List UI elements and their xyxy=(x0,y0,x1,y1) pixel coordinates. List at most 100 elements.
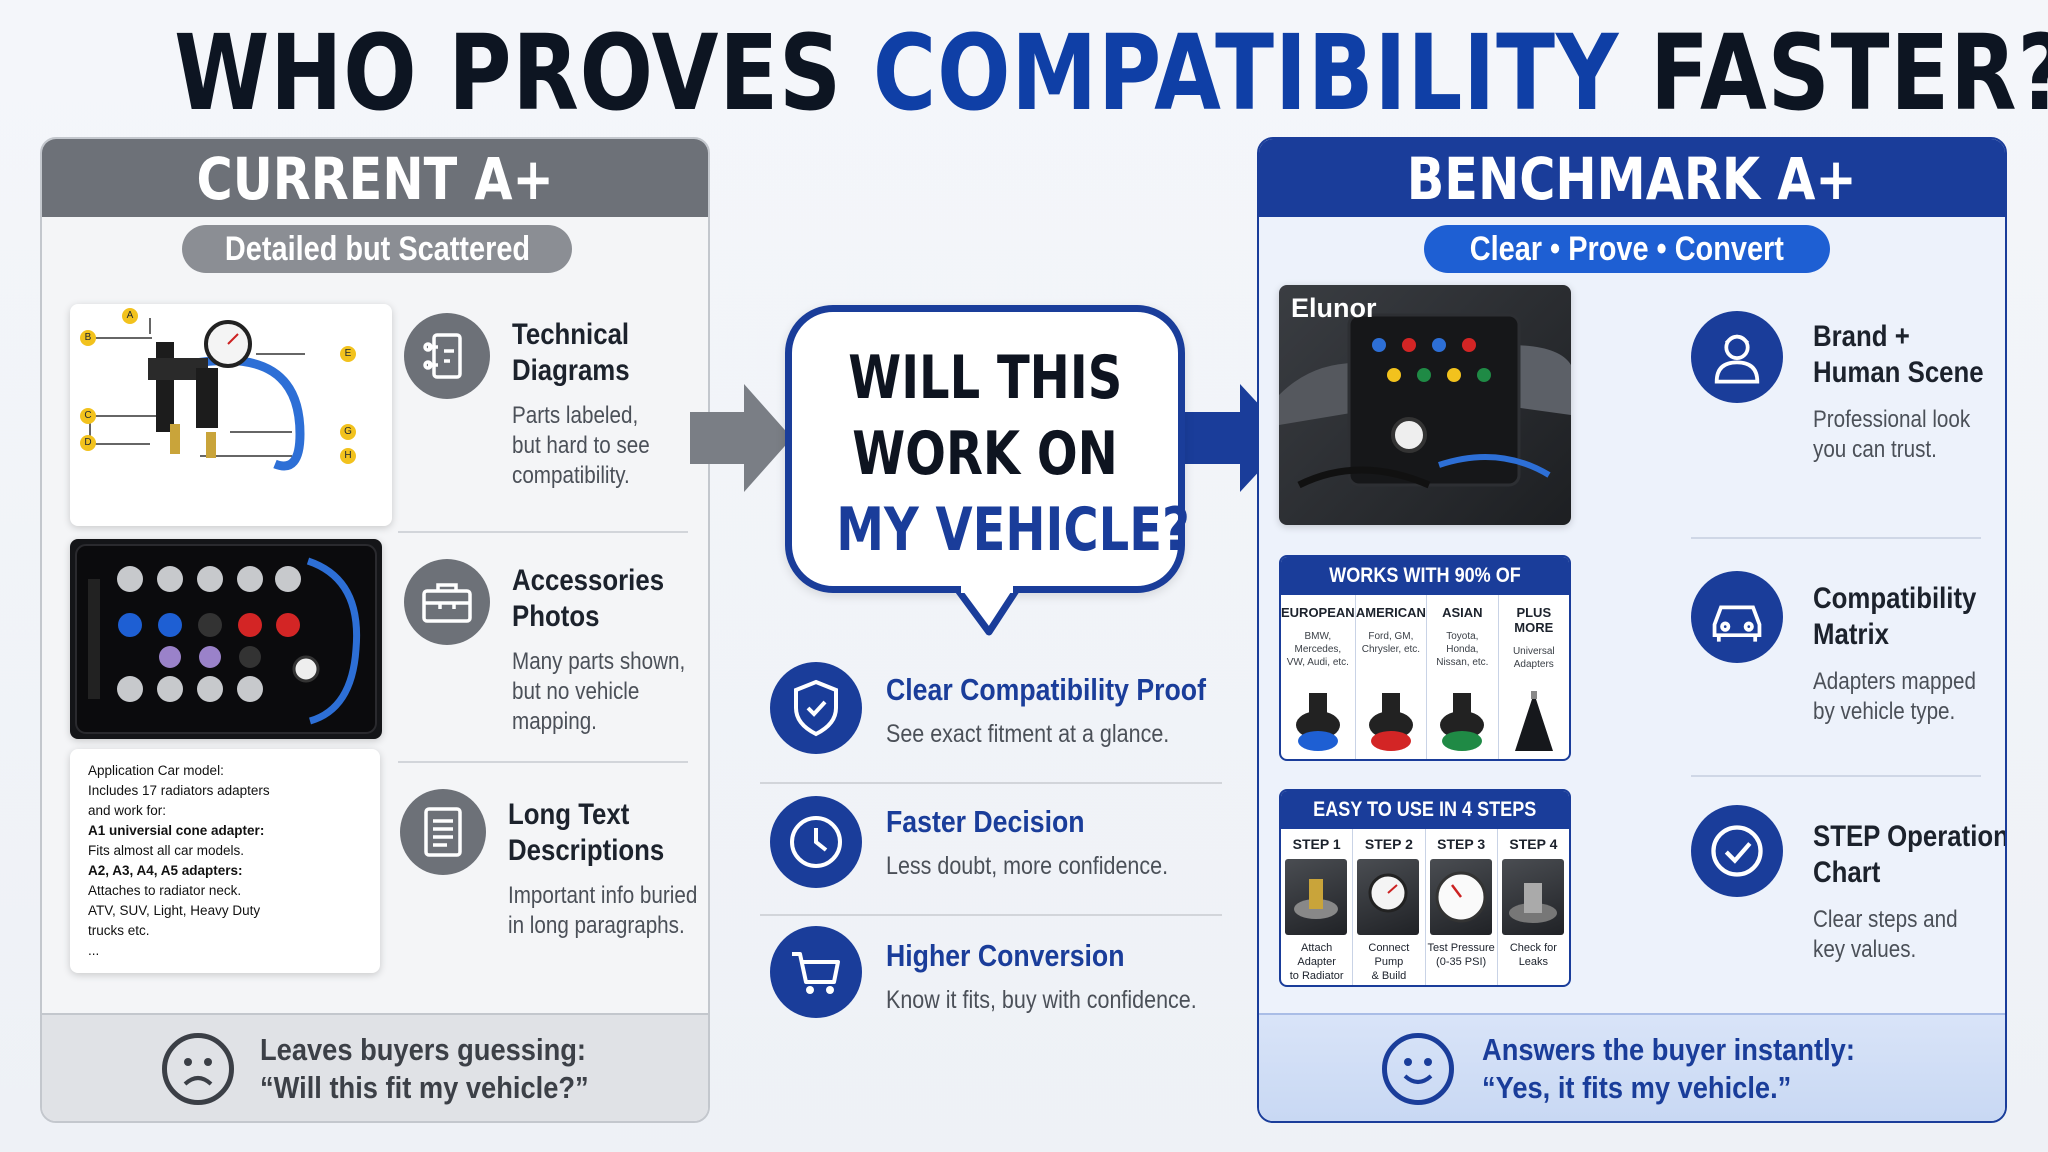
diagram-label: A xyxy=(122,308,138,324)
column-name: ASIAN xyxy=(1442,605,1483,620)
matrix-column: PLUS MORE Universal Adapters xyxy=(1499,595,1569,759)
matrix-title: WORKS WITH 90% OF VEHICLES xyxy=(1281,557,1569,625)
long-text-description-card: Application Car model: Includes 17 radia… xyxy=(70,749,380,973)
current-footer-text: Leaves buyers guessing:“Will this fit my… xyxy=(260,1032,589,1105)
step-cell: STEP 4 Check for Leaks xyxy=(1498,829,1569,985)
benefit-title: Faster Decision xyxy=(886,804,1085,839)
feature-title: Brand +Human Scene xyxy=(1813,320,1984,389)
adapter-icon xyxy=(1440,693,1485,751)
question-line: WORK ON xyxy=(852,419,1118,489)
car-icon xyxy=(1691,571,1783,663)
text-line: Includes 17 radiators adapters xyxy=(88,783,270,798)
benefit-description: Less doubt, more confidence. xyxy=(886,852,1169,880)
sad-face-icon xyxy=(162,1033,234,1105)
text-line: ... xyxy=(88,943,100,958)
step-caption: Connect Pump & Build Vacuum xyxy=(1368,942,1410,985)
step-photo xyxy=(1357,859,1420,935)
current-subtitle-pill: Detailed but Scattered xyxy=(182,225,572,273)
step-photo xyxy=(1285,859,1347,935)
steps-title: EASY TO USE IN 4 STEPS xyxy=(1281,791,1569,829)
column-brands: Toyota, Honda, Nissan, etc. xyxy=(1436,631,1489,668)
adapter-icon xyxy=(1368,693,1413,751)
text-line: A2, A3, A4, A5 adapters: xyxy=(88,863,243,878)
step-cell: STEP 1 Attach Adapter to Radiator xyxy=(1281,829,1354,985)
column-brands: Universal Adapters xyxy=(1512,646,1555,670)
text-line: trucks etc. xyxy=(88,923,150,938)
benefit-title: Higher Conversion xyxy=(886,938,1125,973)
brand-logo: Elunor xyxy=(1291,293,1377,323)
benchmark-subtitle-pill: Clear • Prove • Convert xyxy=(1424,225,1830,273)
benefit-description: Know it fits, buy with confidence. xyxy=(886,986,1197,1014)
text-line: Fits almost all car models. xyxy=(88,843,245,858)
divider xyxy=(398,531,688,533)
matrix-column: EUROPEAN BMW, Mercedes, VW, Audi, etc. xyxy=(1281,595,1356,759)
question-bubble: WILL THIS WORK ON MY VEHICLE? xyxy=(785,305,1190,593)
divider xyxy=(1691,775,1981,777)
toolbox-icon xyxy=(404,559,490,645)
text-line: A1 universial cone adapter: xyxy=(88,823,265,838)
current-header: CURRENT A+ xyxy=(42,139,708,217)
benchmark-panel: BENCHMARK A+ Clear • Prove • Convert Elu… xyxy=(1257,137,2007,1123)
divider xyxy=(398,761,688,763)
step-name: STEP 1 xyxy=(1292,836,1341,852)
check-circle-icon xyxy=(1691,805,1783,897)
clock-icon xyxy=(770,796,862,888)
column-name: EUROPEAN xyxy=(1281,605,1355,620)
step-name: STEP 4 xyxy=(1509,836,1558,852)
current-footer: Leaves buyers guessing:“Will this fit my… xyxy=(42,1013,708,1121)
happy-face-icon xyxy=(1382,1033,1454,1105)
step-operation-chart: EASY TO USE IN 4 STEPS STEP 1 Attach Ada… xyxy=(1279,789,1571,987)
grey-arrow-icon xyxy=(690,384,792,492)
text-line: Application Car model: xyxy=(88,763,224,778)
diagram-label: G xyxy=(340,424,356,440)
benefit-description: See exact fitment at a glance. xyxy=(886,720,1170,748)
bubble-tail xyxy=(955,586,1019,636)
diagram-label: C xyxy=(80,408,96,424)
question-line: MY VEHICLE? xyxy=(836,495,1190,565)
adapter-icon xyxy=(1295,693,1340,751)
title-part-2: FASTER? xyxy=(1619,12,2048,134)
accessories-photo xyxy=(70,539,382,739)
benchmark-header: BENCHMARK A+ xyxy=(1259,139,2005,217)
step-photo xyxy=(1429,859,1492,935)
brand-product-photo: Elunor xyxy=(1279,285,1571,525)
step-name: STEP 3 xyxy=(1437,836,1486,852)
title-highlight: COMPATIBILITY xyxy=(872,12,1620,134)
step-caption: Check for Leaks xyxy=(1509,942,1557,968)
divider xyxy=(1691,537,1981,539)
text-line: ATV, SUV, Light, Heavy Duty xyxy=(88,903,261,918)
step-cell: STEP 3 Test Pressure (0-35 PSI) xyxy=(1426,829,1498,985)
question-line: WILL THIS xyxy=(847,343,1123,413)
text-line: Attaches to radiator neck. xyxy=(88,883,242,898)
matrix-column: ASIAN Toyota, Honda, Nissan, etc. xyxy=(1427,595,1499,759)
diagram-label: B xyxy=(80,330,96,346)
column-name: PLUS MORE xyxy=(1514,605,1554,635)
shield-check-icon xyxy=(770,662,862,754)
benchmark-footer: Answers the buyer instantly:“Yes, it fit… xyxy=(1259,1013,2005,1121)
benefit-title: Clear Compatibility Proof xyxy=(886,672,1206,707)
diagram-label: E xyxy=(340,346,356,362)
text-line: and work for: xyxy=(88,803,167,818)
column-brands: Ford, GM, Chrysler, etc. xyxy=(1361,631,1421,655)
page-title: WHO PROVES COMPATIBILITY FASTER? xyxy=(174,12,2048,134)
benchmark-footer-text: Answers the buyer instantly:“Yes, it fit… xyxy=(1482,1032,1855,1105)
divider xyxy=(760,782,1222,784)
title-part-1: WHO PROVES xyxy=(174,12,873,134)
cone-adapter-icon xyxy=(1514,691,1553,751)
step-caption: Attach Adapter to Radiator xyxy=(1289,942,1344,982)
step-caption: Test Pressure (0-35 PSI) xyxy=(1427,942,1495,968)
diagram-label: H xyxy=(340,448,356,464)
compatibility-matrix: WORKS WITH 90% OF VEHICLES EUROPEAN BMW,… xyxy=(1279,555,1571,761)
person-icon xyxy=(1691,311,1783,403)
